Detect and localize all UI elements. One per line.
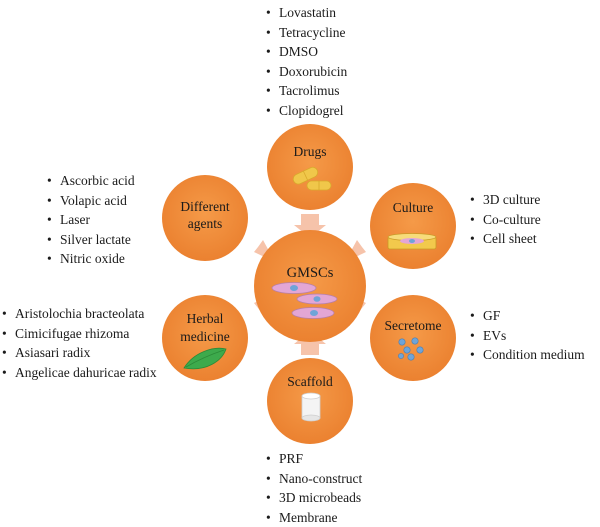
pills-icon	[292, 166, 332, 191]
list-item: Membrane	[266, 508, 362, 527]
scaffold-cylinder-icon	[301, 392, 321, 422]
list-item: Silver lactate	[47, 230, 135, 250]
cells-icon	[271, 282, 338, 319]
list-item: Co-culture	[470, 210, 541, 230]
culture-dish-icon	[387, 233, 437, 250]
scaffold-list: PRF Nano-construct 3D microbeads Membran…	[266, 449, 362, 527]
list-item: 3D culture	[470, 190, 541, 210]
list-item: Cell sheet	[470, 229, 541, 249]
list-item: Ascorbic acid	[47, 171, 135, 191]
node-secretome: Secretome	[370, 295, 456, 381]
herbal-label-line2: medicine	[180, 329, 229, 344]
agents-label-line1: Different	[180, 199, 229, 214]
list-item: EVs	[470, 326, 585, 346]
list-item: Volapic acid	[47, 191, 135, 211]
drugs-list: Lovastatin Tetracycline DMSO Doxorubicin…	[266, 3, 347, 121]
vesicles-icon	[398, 337, 424, 361]
list-item: Nitric oxide	[47, 249, 135, 269]
list-item: Aristolochia bracteolata	[2, 304, 157, 324]
list-item: DMSO	[266, 42, 347, 62]
list-item: Tacrolimus	[266, 81, 347, 101]
agents-label-line2: agents	[188, 216, 223, 231]
herbal-list: Aristolochia bracteolata Cimicifugae rhi…	[2, 304, 157, 382]
list-item: Condition medium	[470, 345, 585, 365]
list-item: Cimicifugae rhizoma	[2, 324, 157, 344]
node-scaffold: Scaffold	[267, 358, 353, 444]
node-gmscs: GMSCs	[254, 230, 366, 342]
list-item: Laser	[47, 210, 135, 230]
culture-list: 3D culture Co-culture Cell sheet	[470, 190, 541, 249]
list-item: GF	[470, 306, 585, 326]
arrow-drugs	[294, 214, 326, 238]
scaffold-label: Scaffold	[287, 374, 333, 389]
list-item: Nano-construct	[266, 469, 362, 489]
secretome-label: Secretome	[385, 318, 442, 333]
list-item: Angelicae dahuricae radix	[2, 363, 157, 383]
list-item: Asiasari radix	[2, 343, 157, 363]
culture-label: Culture	[393, 200, 434, 215]
node-agents: Different agents	[162, 175, 248, 261]
list-item: 3D microbeads	[266, 488, 362, 508]
list-item: Tetracycline	[266, 23, 347, 43]
arrow-scaffold	[294, 331, 326, 355]
list-item: Clopidogrel	[266, 101, 347, 121]
node-drugs: Drugs	[267, 124, 353, 210]
agents-list: Ascorbic acid Volapic acid Laser Silver …	[47, 171, 135, 269]
drugs-label: Drugs	[294, 144, 327, 159]
list-item: Doxorubicin	[266, 62, 347, 82]
herbal-label-line1: Herbal	[187, 311, 224, 326]
secretome-list: GF EVs Condition medium	[470, 306, 585, 365]
list-item: Lovastatin	[266, 3, 347, 23]
leaf-icon	[183, 347, 227, 370]
gmscs-label: GMSCs	[287, 265, 334, 281]
node-herbal: Herbal medicine	[162, 295, 248, 381]
list-item: PRF	[266, 449, 362, 469]
node-culture: Culture	[370, 183, 456, 269]
